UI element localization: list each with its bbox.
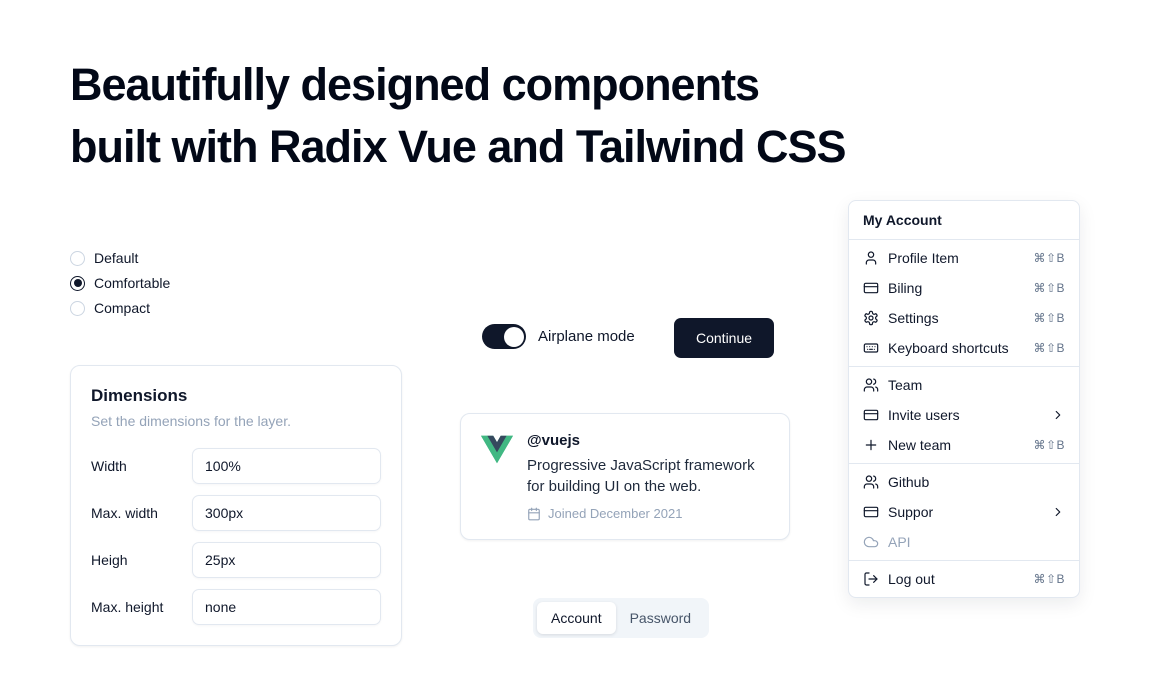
menu-group-logout: Log out ⌘⇧B [849,561,1079,597]
menu-item-invite-users[interactable]: Invite users [849,400,1079,430]
menu-item-profile[interactable]: Profile Item ⌘⇧B [849,243,1079,273]
menu-item-label: New team [888,437,952,453]
account-password-tabs: Account Password [533,598,710,638]
menu-item-support[interactable]: Suppor [849,497,1079,527]
menu-item-settings[interactable]: Settings ⌘⇧B [849,303,1079,333]
height-label: Heigh [91,552,128,568]
menu-item-keyboard-shortcuts[interactable]: Keyboard shortcuts ⌘⇧B [849,333,1079,363]
menu-item-label: Profile Item [888,250,959,266]
menu-item-label: Suppor [888,504,934,520]
tab-password[interactable]: Password [616,602,705,634]
menu-item-label: Keyboard shortcuts [888,340,1009,356]
radio-circle-icon [70,250,85,266]
cloud-icon [863,534,879,550]
gear-icon [863,310,879,326]
menu-item-label: Settings [888,310,939,326]
airplane-mode-row: Airplane mode [482,324,635,349]
max-height-label: Max. height [91,599,164,615]
radio-option-comfortable[interactable]: Comfortable [70,275,170,291]
airplane-mode-label: Airplane mode [538,328,635,345]
menu-title: My Account [863,212,942,228]
menu-item-shortcut: ⌘⇧B [1033,572,1065,586]
vue-description: Progressive JavaScript framework for bui… [527,457,755,495]
users-icon [863,377,879,393]
menu-item-api: API [849,527,1079,557]
chevron-right-icon [1051,505,1065,519]
menu-separator [849,366,1079,367]
user-icon [863,250,879,266]
menu-item-label: Invite users [888,407,960,423]
menu-item-label: Log out [888,571,935,587]
radio-circle-icon [70,275,85,291]
users-icon [863,474,879,490]
keyboard-icon [863,340,879,356]
dimensions-card: Dimensions Set the dimensions for the la… [70,365,402,646]
menu-item-github[interactable]: Github [849,467,1079,497]
page-title: Beautifully designed components built wi… [70,54,847,178]
dimensions-fields: Width Max. width Heigh Max. height [91,448,381,625]
menu-item-shortcut: ⌘⇧B [1033,311,1065,325]
radio-option-label: Default [94,250,139,266]
menu-item-label: Biling [888,280,923,296]
page-title-line2: built with Radix Vue and Tailwind CSS [70,121,847,172]
radio-circle-icon [70,300,85,316]
vuejs-hover-card: @vuejs Progressive JavaScript framework … [460,413,790,541]
log-out-icon [863,571,879,587]
field-row: Heigh [91,542,381,578]
max-width-input[interactable] [192,495,381,531]
field-row: Width [91,448,381,484]
max-height-input[interactable] [192,589,381,625]
menu-item-label: Github [888,474,930,490]
menu-group-profile: Profile Item ⌘⇧B Biling ⌘⇧B Settings ⌘⇧B [849,240,1079,366]
calendar-icon [528,507,540,521]
menu-item-team[interactable]: Team [849,370,1079,400]
menu-item-shortcut: ⌘⇧B [1033,281,1065,295]
radio-option-default[interactable]: Default [70,250,170,266]
menu-item-label: API [888,534,911,550]
credit-card-icon [863,280,879,296]
page-title-line1: Beautifully designed components [70,59,760,110]
menu-item-shortcut: ⌘⇧B [1033,341,1065,355]
vue-card-body: @vuejs Progressive JavaScript framework … [527,432,769,521]
field-row: Max. height [91,589,381,625]
density-radio-group: Default Comfortable Compact [70,250,170,316]
width-label: Width [91,458,127,474]
tab-account[interactable]: Account [537,602,616,634]
continue-button[interactable]: Continue [674,318,775,358]
menu-separator [849,239,1079,240]
my-account-menu: My Account Profile Item ⌘⇧B Biling ⌘⇧B [848,200,1080,598]
chevron-right-icon [1051,408,1065,422]
menu-item-billing[interactable]: Biling ⌘⇧B [849,273,1079,303]
switch-thumb [503,326,524,347]
vue-joined-text: Joined December 2021 [548,506,683,522]
dimensions-card-title: Dimensions [91,386,188,405]
menu-group-links: Github Suppor API [849,464,1079,560]
menu-group-team: Team Invite users New team ⌘⇧B [849,367,1079,463]
plus-icon [863,437,879,453]
menu-item-shortcut: ⌘⇧B [1033,251,1065,265]
radio-option-compact[interactable]: Compact [70,300,170,316]
vue-handle: @vuejs [527,432,580,449]
menu-item-shortcut: ⌘⇧B [1033,438,1065,452]
airplane-mode-switch[interactable] [482,324,526,349]
menu-item-label: Team [888,377,923,393]
menu-separator [849,560,1079,561]
height-input[interactable] [192,542,381,578]
field-row: Max. width [91,495,381,531]
dimensions-card-subtitle: Set the dimensions for the layer. [91,413,291,429]
menu-item-new-team[interactable]: New team ⌘⇧B [849,430,1079,460]
radio-option-label: Compact [94,300,151,316]
width-input[interactable] [192,448,381,484]
vuejs-logo-icon [481,435,513,464]
vue-joined-row: Joined December 2021 [527,506,769,521]
menu-item-log-out[interactable]: Log out ⌘⇧B [849,564,1079,594]
radio-option-label: Comfortable [94,275,171,291]
credit-card-icon [863,504,879,520]
max-width-label: Max. width [91,505,158,521]
menu-separator [849,463,1079,464]
credit-card-icon [863,407,879,423]
